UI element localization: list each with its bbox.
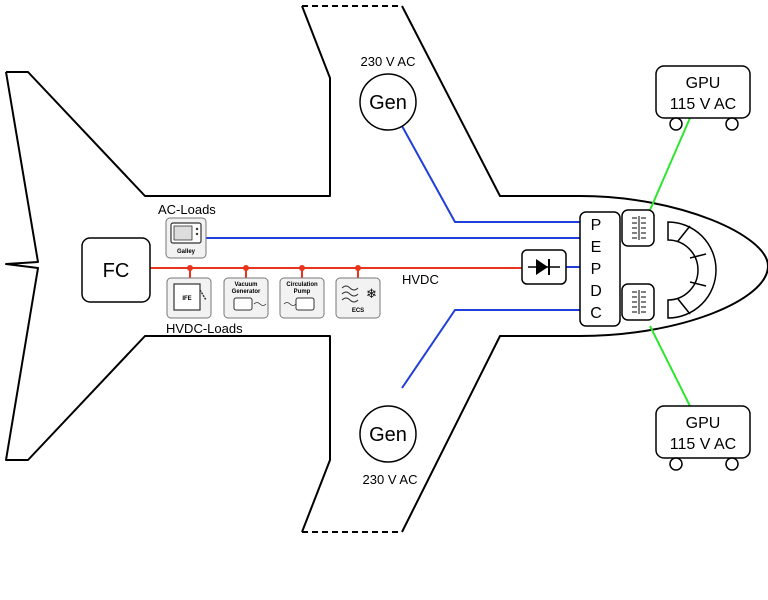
gpu-bottom-cart: GPU 115 V AC	[655, 405, 751, 471]
galley-load-icon: Galley	[165, 217, 207, 259]
vacuum-generator-load-icon: Vacuum Generator	[223, 277, 269, 319]
fc-label: FC	[103, 260, 130, 282]
hvdc-loads-label: HVDC-Loads	[166, 321, 243, 336]
ife-label: IFE	[182, 296, 191, 302]
pepdc-letter-4: D	[590, 283, 602, 300]
galley-label: Galley	[177, 249, 196, 255]
circulation-pump-load-icon: Circulation Pump	[279, 277, 325, 319]
fuel-cell-box: FC	[81, 237, 151, 303]
vacuum-label-line2: Generator	[232, 289, 261, 295]
gpu-bottom-title: GPU	[686, 415, 721, 432]
voltage-top-label: 230 V AC	[361, 54, 416, 69]
vacuum-label-line1: Vacuum	[234, 282, 257, 288]
ecs-load-icon: ❄ ECS	[335, 277, 381, 319]
hvdc-label: HVDC	[402, 272, 439, 287]
circulation-label-line1: Circulation	[286, 282, 318, 288]
voltage-bottom-label: 230 V AC	[363, 472, 418, 487]
gpu-top-cart: GPU 115 V AC	[655, 65, 751, 131]
snowflake-icon: ❄	[366, 286, 377, 301]
ac-wiring	[206, 125, 584, 389]
transformer-bottom-icon	[621, 283, 655, 321]
pepdc-letter-5: C	[590, 305, 602, 322]
pepdc-letter-2: E	[591, 239, 602, 256]
rectifier-diode-icon	[521, 249, 567, 285]
circulation-label-line2: Pump	[294, 289, 311, 295]
gpu-wiring	[649, 117, 691, 407]
ac-loads-label: AC-Loads	[158, 202, 216, 217]
transformer-top-icon	[621, 209, 655, 247]
generator-bottom-label: Gen	[369, 424, 407, 446]
ife-load-icon: IFE	[166, 277, 212, 319]
pepdc-box: P E P D C	[579, 211, 621, 327]
ecs-label: ECS	[352, 308, 364, 314]
hvdc-bus	[150, 265, 522, 278]
aircraft-fuselage-outline	[5, 5, 768, 533]
generator-top: Gen	[359, 73, 417, 131]
gpu-top-voltage: 115 V AC	[670, 96, 736, 113]
gpu-bottom-voltage: 115 V AC	[670, 436, 736, 453]
cockpit-outline	[667, 221, 717, 319]
pepdc-letter-3: P	[591, 261, 602, 278]
gpu-top-title: GPU	[686, 75, 721, 92]
generator-top-label: Gen	[369, 92, 407, 114]
generator-bottom: Gen	[359, 405, 417, 463]
pepdc-letter-1: P	[591, 217, 602, 234]
